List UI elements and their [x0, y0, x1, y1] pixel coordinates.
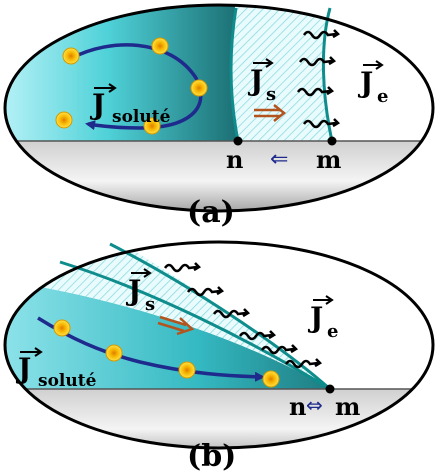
svg-text:J: J: [357, 66, 373, 99]
svg-text:J: J: [247, 64, 263, 97]
interface-line-outer-b: [109, 242, 331, 391]
particle: [190, 79, 208, 97]
flux-e-label-a: J e: [357, 60, 388, 107]
nm-arrow-b: ⇔: [306, 393, 323, 417]
svg-text:J: J: [125, 274, 141, 307]
flux-s-arrow-a: [254, 104, 287, 122]
particle: [53, 319, 71, 337]
particle: [262, 370, 280, 388]
drop-outline-a: [3, 3, 435, 213]
point-n-label-a: n: [226, 145, 243, 174]
svg-text:J: J: [89, 88, 105, 121]
particle: [62, 47, 80, 65]
point-m-label-a: m: [316, 145, 341, 174]
svg-text:soluté: soluté: [38, 371, 97, 391]
flux-s-label-b: J s: [125, 268, 155, 315]
solute-particles-a: [55, 37, 208, 135]
svg-text:s: s: [266, 84, 276, 105]
interface-line-m-a: [321, 7, 334, 142]
interface-line-n-a: [229, 7, 240, 142]
solute-particles-b: [53, 319, 280, 388]
interface-line-upper-b: [59, 260, 331, 391]
flux-s-arrow-b: [157, 315, 195, 336]
point-m-label-b: m: [335, 392, 360, 421]
transition-zone-a: [231, 5, 332, 141]
svg-text:J: J: [15, 352, 31, 385]
svg-text:soluté: soluté: [112, 107, 171, 127]
panel-b: J soluté J s J e: [3, 240, 435, 474]
svg-text:e: e: [327, 321, 338, 342]
nm-arrow-a: ⇐: [270, 147, 288, 172]
drop-outline-b: [3, 240, 435, 450]
drop-liquid-b: [5, 280, 330, 389]
flux-solute-label-a: J soluté: [89, 83, 171, 127]
transition-zone-b: [5, 242, 330, 389]
particle: [55, 111, 73, 129]
svg-text:J: J: [307, 301, 323, 334]
particle: [151, 37, 169, 55]
evaporation-arrows-b: [163, 262, 323, 369]
caption-a: (a): [187, 195, 235, 230]
flux-s-label-a: J s: [247, 58, 276, 105]
svg-text:e: e: [377, 86, 388, 107]
point-n-a: [233, 136, 243, 146]
flux-solute-label-b: J soluté: [15, 347, 97, 391]
point-nm-b: [325, 384, 335, 394]
panel-a: J soluté J s J e: [3, 3, 435, 230]
point-n-label-b: n: [289, 392, 306, 421]
caption-b: (b): [187, 439, 236, 474]
point-m-a: [327, 136, 337, 146]
evaporation-arrows-a: [296, 29, 341, 129]
particle: [178, 361, 196, 379]
solute-flow-loop-a: [71, 43, 203, 131]
flux-e-label-b: J e: [307, 295, 338, 342]
solute-flow-curve-b: [37, 316, 265, 382]
svg-text:s: s: [145, 294, 155, 315]
particle: [105, 344, 123, 362]
particle: [143, 117, 161, 135]
